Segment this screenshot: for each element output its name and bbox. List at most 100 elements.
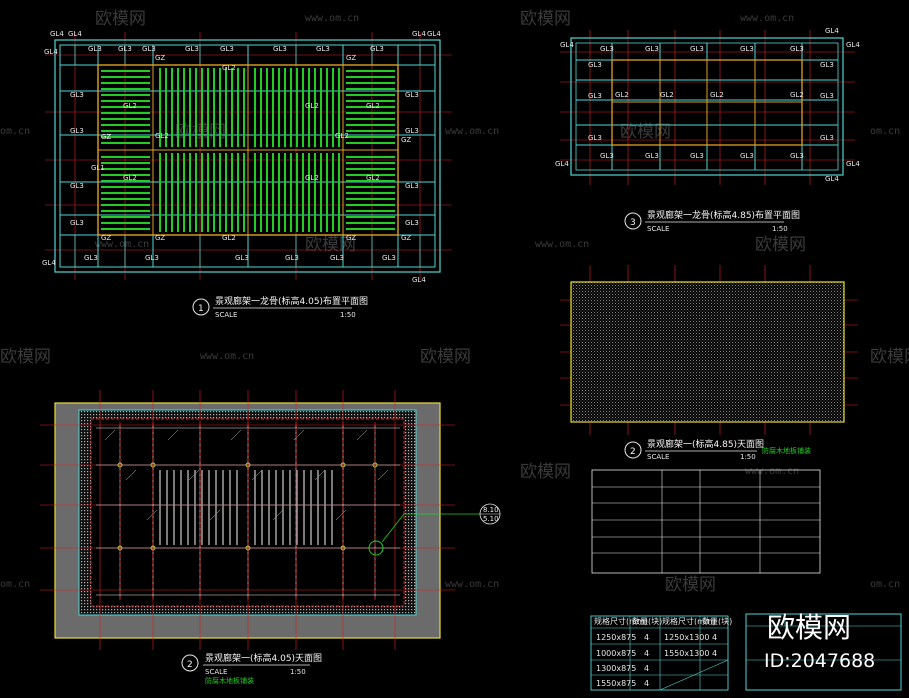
table-diagonal xyxy=(659,659,729,691)
watermark-url: www.om.cn xyxy=(200,351,254,362)
beam-label: GZ xyxy=(155,234,165,242)
beam-label: GZ xyxy=(101,133,111,141)
beam-label: GL3 xyxy=(118,45,132,53)
spec-cell: 1550x875 xyxy=(596,679,636,688)
plan4-scale: SCALE xyxy=(647,453,669,461)
watermark-text: 欧模网 xyxy=(870,347,909,367)
beam-label: GL3 xyxy=(790,45,804,53)
beam-label: GL4 xyxy=(427,30,441,38)
beam-label: GL2 xyxy=(710,91,724,99)
stamp-brand: 欧模网 xyxy=(767,611,851,644)
beam-label: GL3 xyxy=(185,45,199,53)
spec-header-1: 规格尺寸(mm) xyxy=(594,616,648,626)
beam-label: GL2 xyxy=(366,174,380,182)
beam-label: GL2 xyxy=(790,91,804,99)
beam-label: GL2 xyxy=(155,132,169,140)
beam-label: GL4 xyxy=(825,27,839,35)
stamp-frame xyxy=(745,613,902,691)
glass-mark xyxy=(146,509,158,521)
plan4-roof-view: 2 景观廊架一(标高4.85)天面图 SCALE 1:50 防腐木地板铺装 xyxy=(560,265,858,461)
beam-label: GL2 xyxy=(123,102,137,110)
beam-label: GZ xyxy=(346,54,356,62)
spec-cell: 4 xyxy=(712,633,717,642)
node-marker xyxy=(372,462,378,468)
plan1-ratio: 1:50 xyxy=(340,311,356,319)
watermark-text: 欧模网 xyxy=(620,122,671,142)
plan3-inner-frame xyxy=(575,42,839,171)
watermark-url: om.cn xyxy=(0,579,30,590)
beam-label: GL3 xyxy=(820,92,834,100)
beam-label: GL3 xyxy=(740,152,754,160)
beam-label: GL3 xyxy=(273,45,287,53)
beam-label: GL4 xyxy=(44,48,58,56)
beam-label: GL4 xyxy=(555,160,569,168)
spec-cell: 4 xyxy=(712,649,717,658)
plan2-marker-bottom: 5.10 xyxy=(483,515,499,523)
table-frame xyxy=(590,615,729,691)
spec-cell: 1250x1300 xyxy=(664,633,709,642)
beam-label: GL3 xyxy=(600,152,614,160)
beam-label: GL3 xyxy=(235,254,249,262)
beam-label: GL4 xyxy=(412,30,426,38)
table-frame xyxy=(591,469,821,574)
watermark-url: om.cn xyxy=(870,126,900,137)
watermark-url: www.om.cn xyxy=(305,13,359,24)
glass-mark xyxy=(335,509,347,521)
glass-mark xyxy=(209,509,221,521)
node-marker xyxy=(245,545,251,551)
plan2-roof-view: 8.10 5.10 2 景观廊架一(标高4.05)天面图 SCALE 1:50 … xyxy=(40,390,501,685)
glass-mark xyxy=(356,429,368,441)
plan3-scale: SCALE xyxy=(647,225,669,233)
plan3-number-circle xyxy=(624,212,642,230)
beam-label: GL3 xyxy=(70,91,84,99)
watermark-url: www.om.cn xyxy=(95,239,149,250)
spec-cell: 4 xyxy=(644,633,649,642)
beam-label: GL3 xyxy=(645,45,659,53)
beam-label: GZ xyxy=(155,54,165,62)
beam-label: GL3 xyxy=(220,45,234,53)
beam-label: GL2 xyxy=(222,234,236,242)
beam-label: GL4 xyxy=(50,30,64,38)
node-marker xyxy=(117,545,123,551)
beam-label: GL3 xyxy=(316,45,330,53)
watermark-url: om.cn xyxy=(0,126,30,137)
beam-label: GL3 xyxy=(70,127,84,135)
node-marker xyxy=(340,545,346,551)
node-marker xyxy=(150,545,156,551)
plan3-outer-frame xyxy=(570,37,844,176)
beam-label: GL3 xyxy=(142,45,156,53)
beam-label: GL3 xyxy=(405,182,419,190)
beam-label: GL3 xyxy=(145,254,159,262)
beam-label: GZ xyxy=(401,234,411,242)
plan1-title: 景观廊架一龙骨(标高4.05)布置平面图 xyxy=(215,295,368,307)
spec-header-4: 数量(块) xyxy=(702,616,732,626)
glass-mark xyxy=(188,469,200,481)
plan1-outer-frame xyxy=(54,39,441,273)
plan3-title: 景观廊架一龙骨(标高4.85)布置平面图 xyxy=(647,209,800,221)
beam-label: GL3 xyxy=(600,45,614,53)
plan2-deck-frame xyxy=(90,418,405,607)
beam-label: GZ xyxy=(346,234,356,242)
glass-mark xyxy=(251,469,263,481)
node-marker xyxy=(245,462,251,468)
watermark-text: 欧模网 xyxy=(175,122,226,142)
beam-label: GL4 xyxy=(412,276,426,284)
beam-label: GL3 xyxy=(88,45,102,53)
plan4-title: 景观廊架一(标高4.85)天面图 xyxy=(647,438,764,450)
glass-mark xyxy=(272,509,284,521)
beam-label: GL3 xyxy=(382,254,396,262)
glass-mark xyxy=(314,469,326,481)
plan1-deck-frame xyxy=(97,64,399,236)
beam-label: GL3 xyxy=(645,152,659,160)
watermark-url: www.om.cn xyxy=(740,13,794,24)
beam-label: GL3 xyxy=(405,91,419,99)
watermark-text: 欧模网 xyxy=(0,347,51,367)
beam-label: GL3 xyxy=(820,61,834,69)
spec-table: 规格尺寸(mm) 数量(块) 规格尺寸(mm) 数量(块) 1250x875 4… xyxy=(590,615,732,691)
watermark-url: www.om.cn xyxy=(445,126,499,137)
beam-label: GL3 xyxy=(690,152,704,160)
plan3-deck-frame xyxy=(611,59,803,146)
plan4-number: 2 xyxy=(630,447,636,457)
